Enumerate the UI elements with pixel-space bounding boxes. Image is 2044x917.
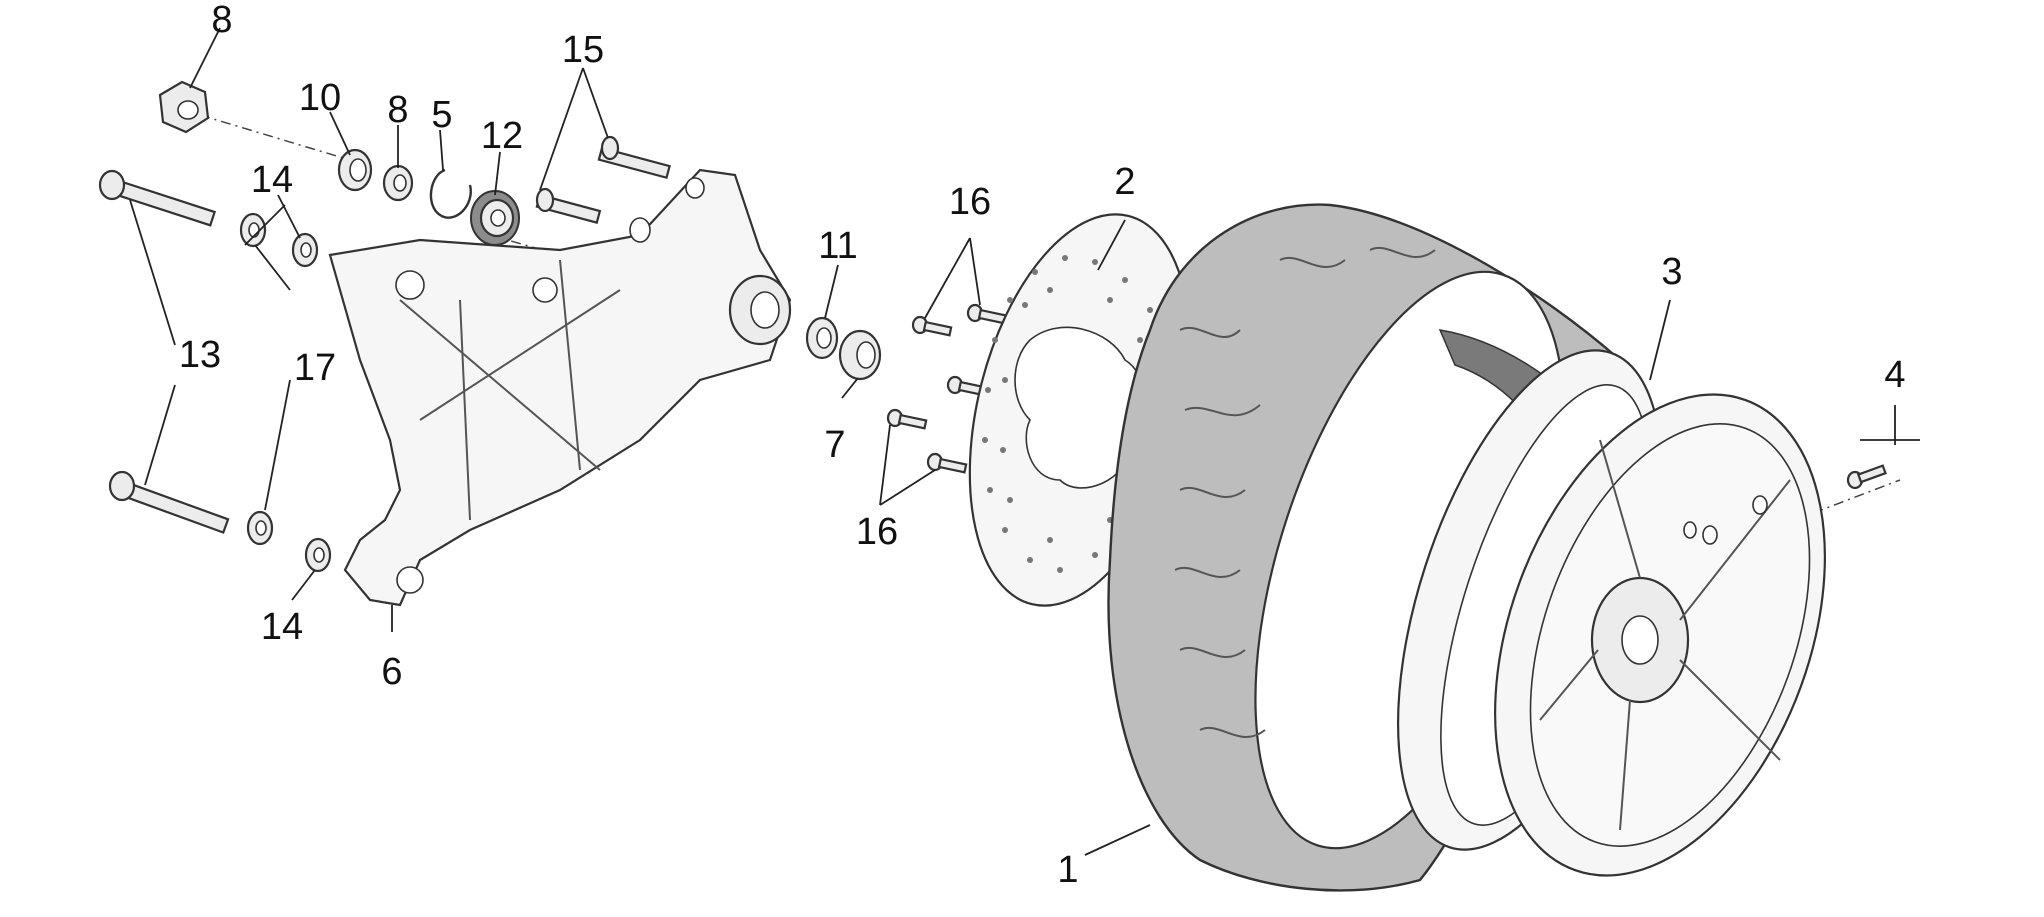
callout-11: 11 (818, 225, 858, 267)
bushing-7-part (838, 329, 882, 381)
callout-7: 7 (824, 424, 846, 466)
bolt-upper-part (597, 135, 671, 180)
callout-15: 15 (561, 29, 605, 71)
long-bolt-lower-part (108, 470, 230, 534)
seal-part (337, 148, 373, 192)
callout-8: 8 (387, 89, 409, 131)
callout-3: 3 (1661, 251, 1683, 293)
nut-part (158, 80, 210, 134)
callout-1: 1 (1057, 849, 1079, 891)
washer-upper-14 (291, 232, 319, 268)
callout-6: 6 (381, 651, 403, 693)
callout-5: 5 (431, 94, 453, 136)
leader-lines (129, 27, 1920, 856)
callout-13: 13 (178, 334, 222, 376)
bearing-part (470, 190, 520, 246)
circlip-part (429, 168, 472, 219)
callout-14-lower: 14 (260, 606, 304, 648)
callout-16-upper: 16 (948, 181, 992, 223)
callout-4: 4 (1884, 354, 1906, 396)
axis-line-upper (199, 114, 351, 161)
disc-screws-part (886, 303, 1008, 474)
callout-2: 2 (1114, 161, 1136, 203)
callout-10: 10 (298, 77, 342, 119)
washer-lower-17 (246, 510, 274, 546)
callout-12: 12 (480, 115, 524, 157)
washer-11-part (805, 316, 839, 360)
spacer-part (382, 164, 414, 202)
washer-lower-14 (304, 537, 332, 573)
callout-16-lower: 16 (855, 511, 899, 553)
long-bolt-upper-part (98, 169, 217, 227)
washer-upper-17 (239, 212, 267, 248)
callout-9: 8 (211, 0, 233, 41)
callout-14-upper: 14 (250, 159, 294, 201)
bolt-lower-part (535, 187, 602, 224)
callout-17: 17 (293, 347, 337, 389)
bracket-part (328, 168, 792, 607)
wheel-rim-part (1494, 393, 1887, 877)
